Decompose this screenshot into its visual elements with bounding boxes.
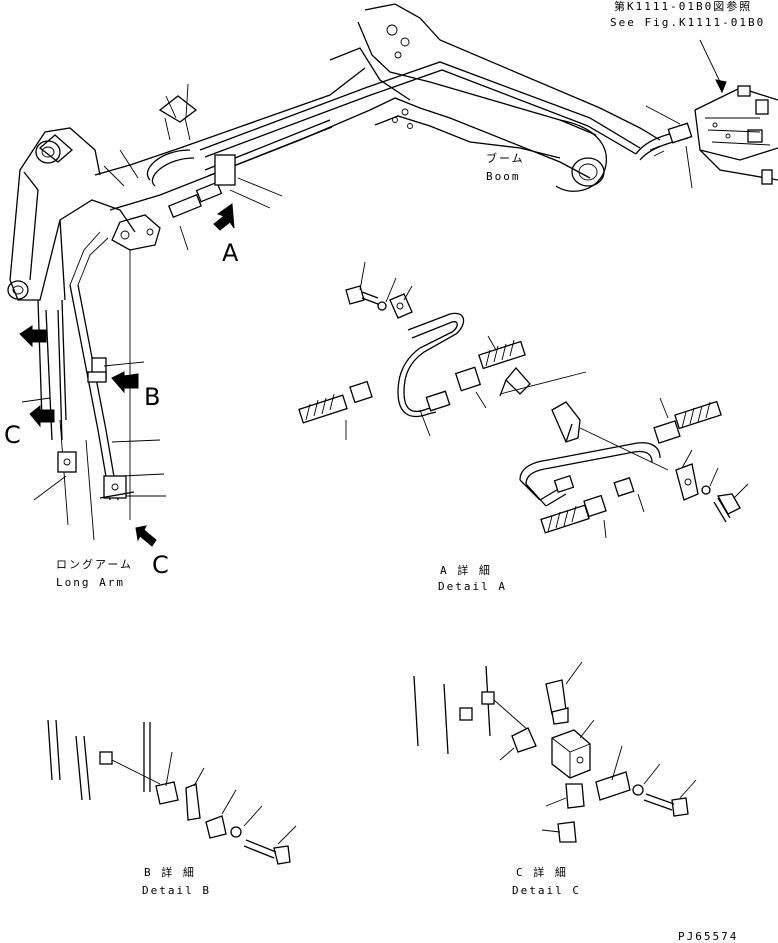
detail-b-drawing	[47, 719, 297, 865]
view-arrow-a	[213, 203, 235, 231]
detail-c-label-en: Detail C	[512, 884, 581, 897]
drawing-number: PJ65574	[678, 930, 739, 943]
long-arm-label-jp: ロングアーム	[56, 558, 134, 571]
boom-label-jp: ブーム	[486, 152, 525, 165]
detail-a-label-jp: A 詳 細	[440, 564, 492, 577]
detail-a-drawing	[298, 261, 749, 539]
boom-outline	[94, 3, 661, 211]
view-arrow-b	[111, 371, 139, 394]
view-arrow-c-left	[29, 404, 55, 428]
view-marker-c-bottom: C	[152, 551, 169, 579]
long-arm-label-en: Long Arm	[56, 576, 125, 589]
leader-lines-main	[21, 83, 693, 501]
view-arrow-arm	[19, 325, 47, 348]
detail-b-label-en: Detail B	[142, 884, 211, 897]
view-marker-b: B	[144, 383, 161, 411]
view-marker-c-left: C	[4, 421, 21, 449]
boom-hose	[635, 122, 693, 161]
control-valve	[694, 85, 778, 185]
detail-c-drawing	[413, 661, 697, 843]
reference-label-en: See Fig.K1111-01B0	[610, 16, 766, 29]
detail-b-label-jp: B 詳 細	[144, 866, 196, 879]
view-marker-a: A	[222, 239, 239, 267]
reference-label-jp: 第K1111-01B0図参照	[614, 0, 753, 13]
detail-c-label-jp: C 詳 細	[516, 866, 568, 879]
boom-label-en: Boom	[486, 170, 521, 183]
arm-outline	[7, 95, 236, 541]
detail-a-label-en: Detail A	[438, 580, 507, 593]
view-arrow-c-bottom	[135, 525, 157, 547]
